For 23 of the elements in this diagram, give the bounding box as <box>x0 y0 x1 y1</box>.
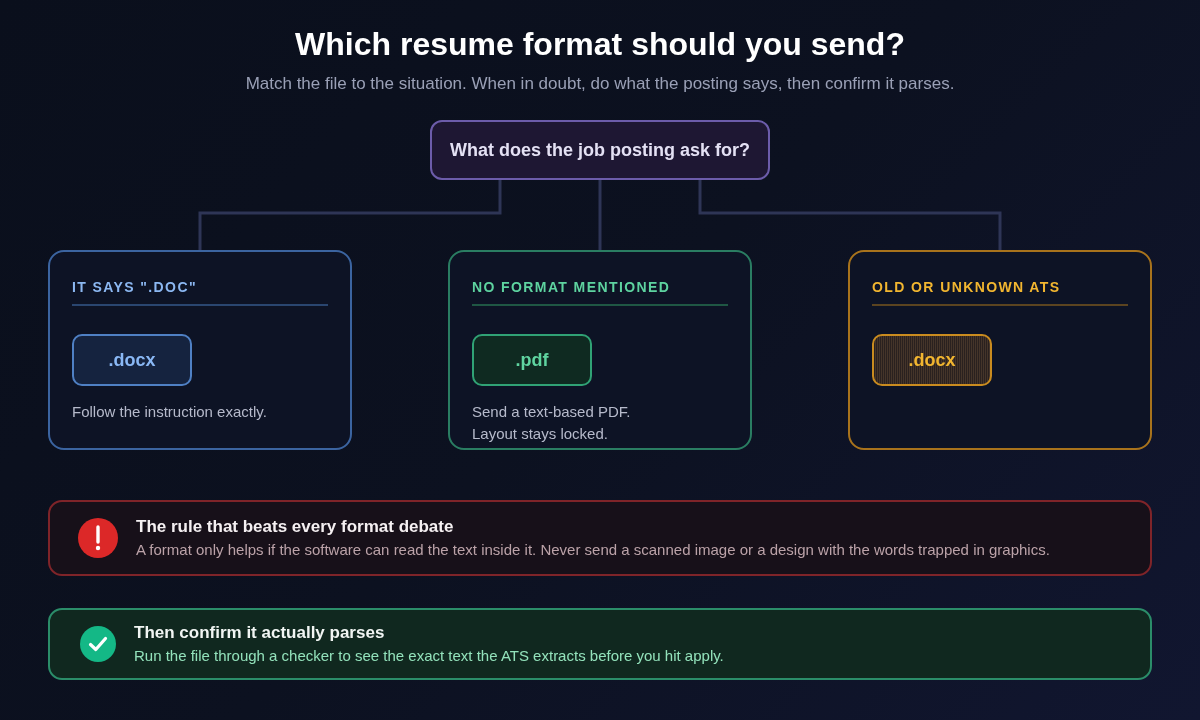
file-type-tag: .pdf <box>472 334 592 386</box>
card-description: Follow the instruction exactly. <box>72 402 267 422</box>
callout-text: A format only helps if the software can read the text inside it. Never send a scanned image or a design with the words trapped in graphics. <box>136 540 1050 560</box>
callout-title: The rule that beats every format debate <box>136 516 455 538</box>
card-description: Send a text-based PDF. Layout stays locked. <box>472 402 632 444</box>
card-heading: IT SAYS ".DOC" <box>72 278 197 296</box>
card-heading: OLD OR UNKNOWN ATS <box>872 278 1061 296</box>
option-card <box>48 250 352 450</box>
callout-text: Run the file through a checker to see the exact text the ATS extracts before you hit apply. <box>134 646 724 666</box>
connector-line <box>198 180 502 250</box>
tip-callout <box>48 608 1152 680</box>
page-title: Which resume format should you send? <box>295 25 905 64</box>
file-type-tag: .docx <box>872 334 992 386</box>
warning-callout <box>48 500 1152 576</box>
subtitle: Match the file to the situation. When in doubt, do what the posting says, then confirm it parses. <box>245 73 955 95</box>
connector-line <box>598 180 602 250</box>
question-box: What does the job posting ask for? <box>430 120 770 180</box>
callout-title: Then confirm it actually parses <box>134 622 386 644</box>
option-card <box>848 250 1152 450</box>
connector-line <box>698 180 1002 250</box>
card-heading: NO FORMAT MENTIONED <box>472 278 671 296</box>
file-type-tag: .docx <box>72 334 192 386</box>
option-card <box>448 250 752 450</box>
